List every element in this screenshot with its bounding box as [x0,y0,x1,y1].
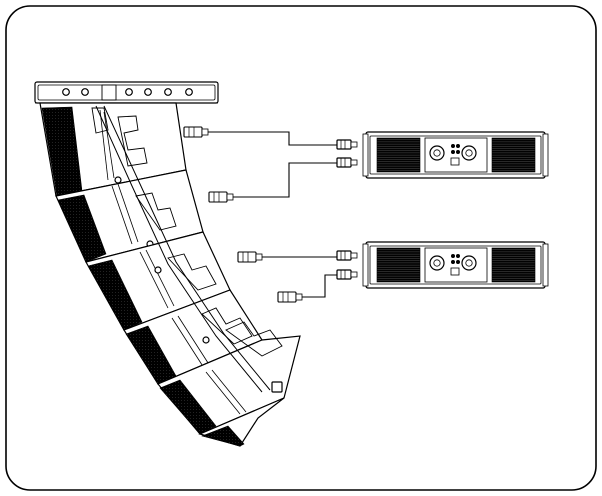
speaker-cabinet-4 [123,289,263,385]
speaker-cables [208,131,337,298]
amplifier-2-vent-right [491,247,536,283]
speakon-connector-icon [336,250,352,261]
cable-2 [233,162,337,198]
speaker-cabinet-5 [157,321,301,435]
array-input-3[interactable] [237,251,263,263]
speaker-cabinet-6 [198,397,285,447]
amplifier-1-power-switch[interactable] [450,157,460,166]
array-input-4[interactable] [277,291,303,303]
amplifier-1 [336,131,549,179]
speakon-connector-icon [208,191,228,203]
speakon-connector-icon [336,269,352,280]
cable-4 [302,274,337,298]
amplifier-2-output-a[interactable] [336,250,358,261]
speakon-connector-icon [277,291,297,303]
speakon-connector-icon [336,157,352,168]
speakon-connector-icon [336,139,352,150]
amplifier-2 [336,241,549,289]
cable-1 [208,131,337,146]
line-array [34,81,301,447]
speakon-connector-icon [183,126,203,138]
fly-bar-icon [34,81,219,104]
amplifier-1-vent-left [376,137,421,173]
array-input-2[interactable] [208,191,234,203]
speaker-cabinet-3 [85,231,231,331]
amplifier-2-power-switch[interactable] [450,267,460,276]
speakon-connector-icon [237,251,257,263]
speaker-cabinet-1 [39,102,187,197]
amplifier-1-vent-right [491,137,536,173]
amplifier-2-vent-left [376,247,421,283]
array-input-1[interactable] [183,126,209,138]
